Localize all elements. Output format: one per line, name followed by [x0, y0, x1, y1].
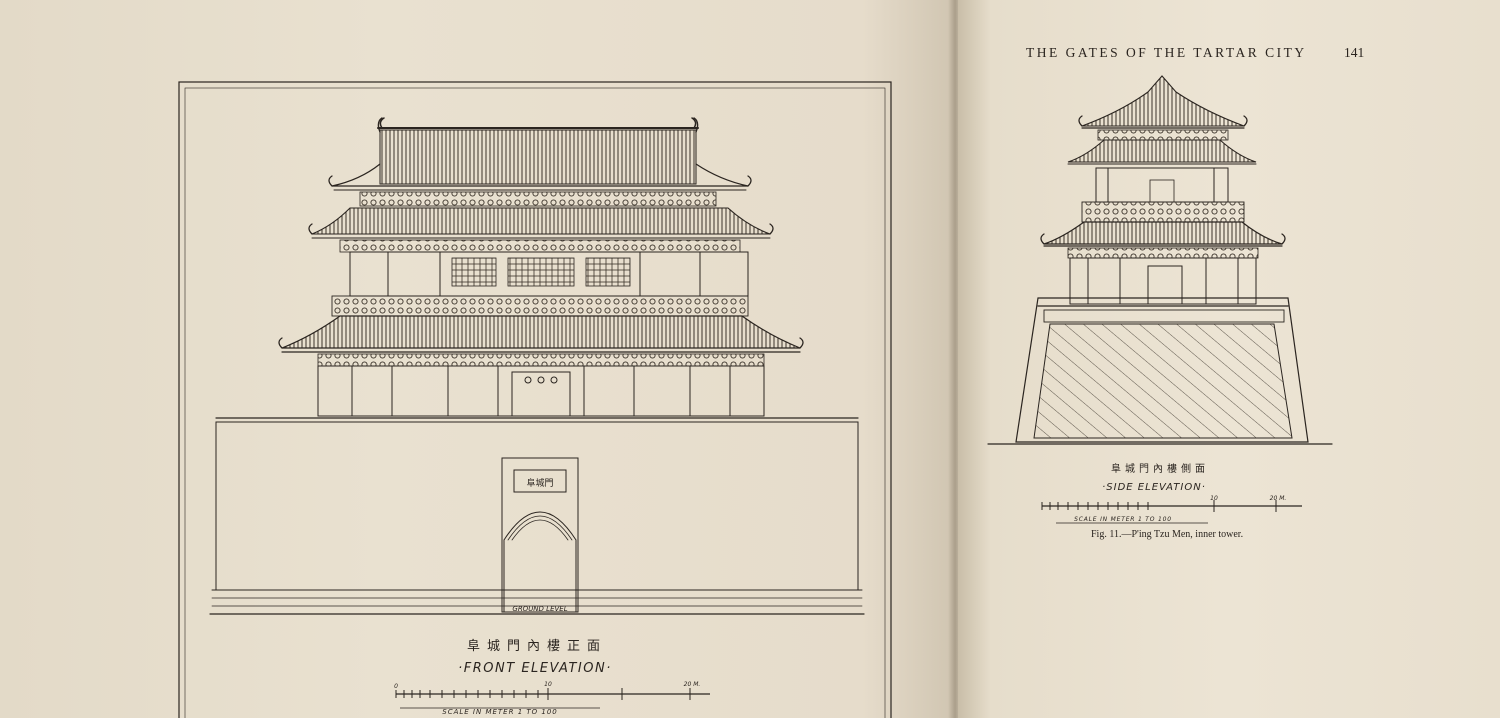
ground-level-label: GROUND LEVEL [512, 605, 567, 613]
front-elevation-drawing: 阜城門 GROUND LEVEL 阜城門內樓正面 ·FRONT ELEVATIO… [178, 81, 892, 718]
page-number: 141 [1344, 45, 1365, 60]
gate-sign-text: 阜城門 [526, 477, 553, 489]
side-elevation-drawing: 阜城門內樓側面 ·SIDE ELEVATION· 10 20 M. SCALE … [987, 75, 1333, 524]
running-head: THE GATES OF THE TARTAR CITY [1026, 45, 1307, 60]
side-scale-mid: 10 [1210, 495, 1218, 502]
front-scale-zero: 0 [394, 683, 398, 690]
side-scale-label: SCALE IN METER 1 TO 100 [1074, 516, 1172, 523]
figure-caption: Fig. 11.—P'ing Tzu Men, inner tower. [1091, 529, 1244, 540]
front-chinese-title: 阜城門內樓正面 [467, 638, 607, 654]
front-scale-end: 20 M. [684, 681, 701, 688]
front-elevation-title: ·FRONT ELEVATION· [458, 661, 612, 676]
left-page: 阜城門 GROUND LEVEL 阜城門內樓正面 ·FRONT ELEVATIO… [0, 0, 958, 718]
side-elevation-title: ·SIDE ELEVATION· [1102, 482, 1206, 493]
front-scale-bar [395, 688, 710, 709]
plate-frame [178, 81, 892, 718]
side-scale-bar [1041, 500, 1302, 524]
side-scale-end: 20 M. [1270, 495, 1287, 502]
side-chinese-title: 阜城門內樓側面 [1111, 462, 1209, 475]
right-page: THE GATES OF THE TARTAR CITY 141 [958, 0, 1500, 718]
front-scale-label: SCALE IN METER 1 TO 100 [442, 708, 558, 716]
front-scale-mid: 10 [544, 681, 552, 688]
